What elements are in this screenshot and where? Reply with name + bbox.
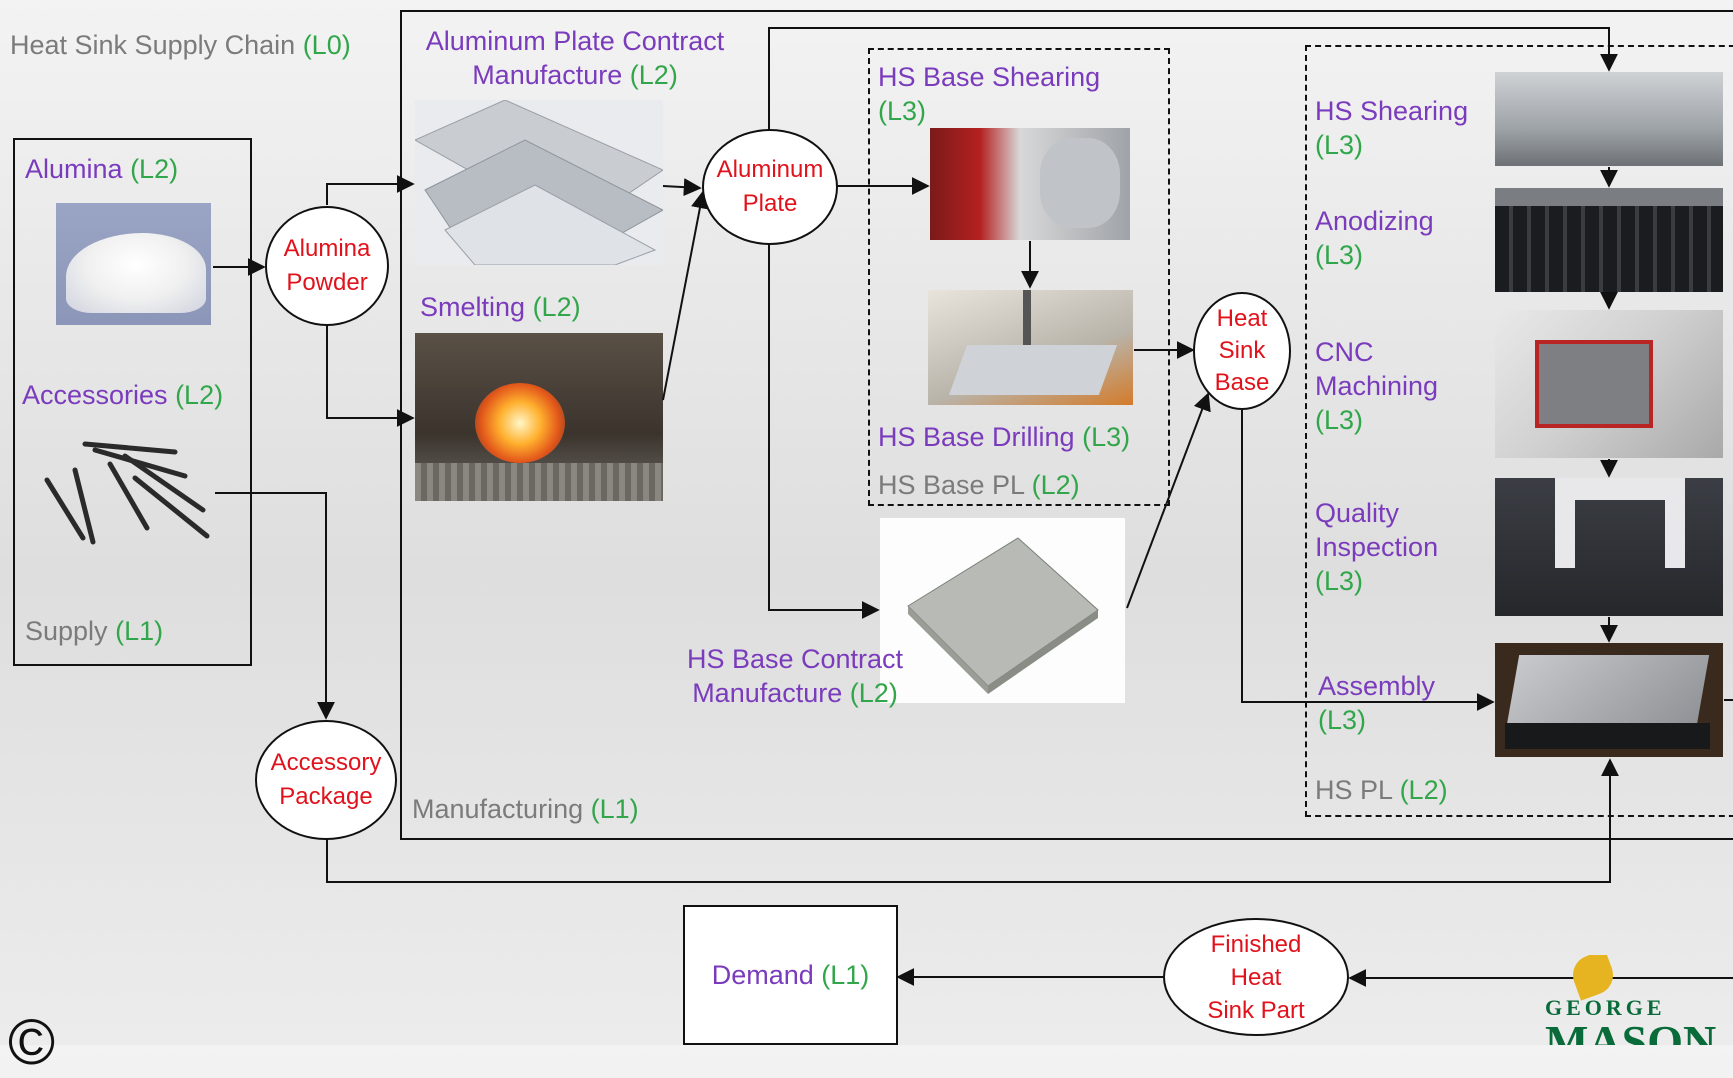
connector-lines bbox=[213, 27, 1733, 987]
supply-level: (L1) bbox=[115, 616, 164, 646]
base-plate-image bbox=[880, 518, 1125, 703]
george-mason-logo: GEORGE MASON bbox=[1545, 955, 1733, 1045]
title-level: (L0) bbox=[302, 30, 351, 60]
heat-sink-base-line1: Heat bbox=[1216, 305, 1268, 332]
hs-step-assembly-text: Assembly bbox=[1318, 671, 1436, 701]
title-text: Heat Sink Supply Chain bbox=[10, 30, 296, 60]
hs-step-assembly: Assembly (L3) bbox=[1318, 669, 1435, 737]
accessories-text: Accessories bbox=[22, 380, 168, 410]
hs-step-cnc-text1: CNC bbox=[1315, 337, 1374, 367]
manufacturing-level: (L1) bbox=[590, 794, 639, 824]
base-shearing-label: HS Base Shearing (L3) bbox=[878, 60, 1148, 128]
demand-level: (L1) bbox=[821, 960, 870, 990]
base-shearing-text: HS Base Shearing bbox=[878, 62, 1101, 92]
base-drilling-level: (L3) bbox=[1082, 422, 1131, 452]
hs-step-assembly-level: (L3) bbox=[1318, 705, 1367, 735]
smelting-label: Smelting (L2) bbox=[420, 290, 581, 324]
base-shearing-level: (L3) bbox=[878, 96, 927, 126]
manufacturing-text: Manufacturing bbox=[412, 794, 584, 824]
base-pl-level: (L2) bbox=[1031, 470, 1080, 500]
base-contract-label: HS Base Contract Manufacture (L2) bbox=[660, 642, 930, 710]
alumina-powder-line1: Alumina bbox=[283, 235, 371, 262]
diagram-title: Heat Sink Supply Chain (L0) bbox=[10, 28, 351, 62]
quality-inspection-image bbox=[1495, 478, 1723, 616]
base-pl-label: HS Base PL (L2) bbox=[878, 468, 1080, 502]
aluminum-plate-line1: Aluminum bbox=[716, 156, 824, 183]
hs-base-pl-box bbox=[868, 48, 1170, 506]
accessories-label: Accessories (L2) bbox=[22, 378, 223, 412]
plate-contract-level: (L2) bbox=[629, 60, 678, 90]
aluminum-plate-line2: Plate bbox=[742, 190, 798, 217]
hs-step-quality: Quality Inspection (L3) bbox=[1315, 496, 1438, 598]
hs-step-quality-level: (L3) bbox=[1315, 566, 1364, 596]
hs-pl-text: HS PL bbox=[1315, 775, 1393, 805]
hs-step-anodizing-text: Anodizing bbox=[1315, 206, 1434, 236]
plate-contract-line2: Manufacture bbox=[472, 60, 623, 90]
accessory-package-node: Accessory Package bbox=[255, 720, 397, 840]
finished-part-line2: Heat bbox=[1230, 963, 1282, 991]
hs-pl-box bbox=[1305, 45, 1733, 817]
plate-contract-line1: Aluminum Plate Contract bbox=[425, 26, 725, 56]
hs-step-quality-text2: Inspection bbox=[1315, 532, 1439, 562]
accessory-package-line1: Accessory bbox=[270, 749, 382, 776]
manufacturing-label: Manufacturing (L1) bbox=[412, 792, 639, 826]
hs-step-anodizing-level: (L3) bbox=[1315, 240, 1364, 270]
base-contract-line2: Manufacture bbox=[692, 678, 843, 708]
alumina-level: (L2) bbox=[130, 154, 179, 184]
supply-text: Supply bbox=[25, 616, 108, 646]
base-contract-level: (L2) bbox=[849, 678, 898, 708]
accessories-level: (L2) bbox=[175, 380, 224, 410]
alumina-powder-image bbox=[56, 203, 211, 325]
hs-step-shearing: HS Shearing (L3) bbox=[1315, 94, 1468, 162]
copyright-mark: © bbox=[8, 1006, 56, 1078]
alumina-powder-line2: Powder bbox=[286, 269, 368, 296]
hs-step-quality-text1: Quality bbox=[1315, 498, 1400, 528]
base-contract-line1: HS Base Contract bbox=[686, 644, 904, 674]
aluminum-plate-node: Aluminum Plate bbox=[702, 129, 838, 245]
alumina-text: Alumina bbox=[25, 154, 123, 184]
hs-pl-label: HS PL (L2) bbox=[1315, 773, 1448, 807]
demand-box: Demand (L1) bbox=[683, 905, 898, 1045]
finished-part-line3: Sink Part bbox=[1207, 996, 1305, 1024]
base-pl-text: HS Base PL bbox=[878, 470, 1025, 500]
base-drilling-image bbox=[928, 290, 1133, 405]
heat-sink-base-node: Heat Sink Base bbox=[1193, 292, 1291, 410]
cnc-machine-image bbox=[1495, 310, 1723, 458]
accessory-package-line2: Package bbox=[279, 783, 373, 810]
alumina-powder-node: Alumina Powder bbox=[265, 206, 389, 326]
smelting-image bbox=[415, 333, 663, 501]
aluminum-plates-image bbox=[415, 100, 663, 265]
smelting-level: (L2) bbox=[532, 292, 581, 322]
alumina-label: Alumina (L2) bbox=[25, 152, 178, 186]
hs-step-shearing-level: (L3) bbox=[1315, 130, 1364, 160]
finished-heat-sink-node: Finished Heat Sink Part bbox=[1163, 918, 1349, 1036]
plate-contract-label: Aluminum Plate Contract Manufacture (L2) bbox=[410, 24, 740, 92]
hs-step-cnc-level: (L3) bbox=[1315, 405, 1364, 435]
hs-step-anodizing: Anodizing (L3) bbox=[1315, 204, 1434, 272]
base-drilling-text: HS Base Drilling bbox=[878, 422, 1075, 452]
anodizing-image bbox=[1495, 188, 1723, 292]
heat-sink-base-line3: Base bbox=[1214, 369, 1270, 396]
supply-label: Supply (L1) bbox=[25, 614, 163, 648]
base-drilling-label: HS Base Drilling (L3) bbox=[878, 420, 1130, 454]
hs-step-shearing-text: HS Shearing bbox=[1315, 96, 1469, 126]
smelting-text: Smelting bbox=[420, 292, 526, 322]
finished-part-line1: Finished bbox=[1210, 930, 1302, 958]
hs-step-cnc: CNC Machining (L3) bbox=[1315, 335, 1438, 437]
supply-box bbox=[13, 138, 252, 666]
hs-pl-level: (L2) bbox=[1399, 775, 1448, 805]
hs-step-cnc-text2: Machining bbox=[1315, 371, 1439, 401]
heat-sink-base-line2: Sink bbox=[1218, 337, 1266, 364]
screws-image bbox=[35, 438, 215, 548]
hs-shearing-image bbox=[1495, 72, 1723, 166]
base-shearing-image bbox=[930, 128, 1130, 240]
demand-text: Demand bbox=[711, 960, 814, 990]
assembly-image bbox=[1495, 643, 1723, 757]
